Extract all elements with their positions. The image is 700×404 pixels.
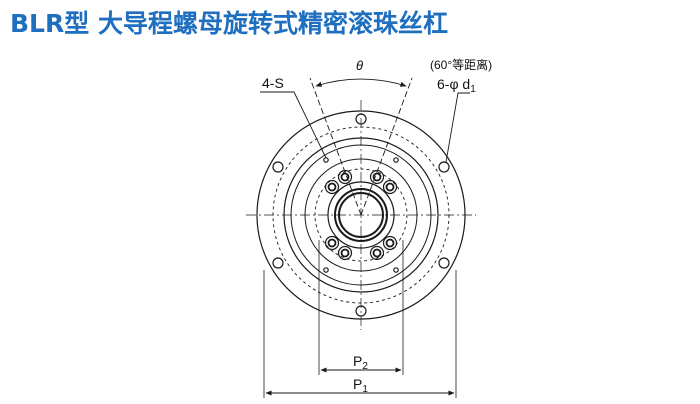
page-title: BLR型 大导程螺母旋转式精密滚珠丝杠 bbox=[10, 9, 448, 38]
nut-bolts bbox=[324, 169, 398, 261]
leader-6d1 bbox=[445, 92, 470, 163]
extension-lines bbox=[263, 240, 457, 398]
label-hole-spacing: (60°等距离) bbox=[430, 57, 492, 72]
mount-hole bbox=[438, 161, 450, 173]
label-p1: P1 bbox=[353, 376, 368, 395]
leader-4s bbox=[260, 91, 327, 159]
mount-hole bbox=[438, 257, 450, 269]
label-4s: 4-S bbox=[262, 75, 284, 91]
label-p2: P2 bbox=[353, 353, 368, 372]
theta-dimension bbox=[309, 77, 413, 216]
label-theta: θ bbox=[356, 58, 363, 73]
label-6d1: 6-φ d1 bbox=[437, 76, 476, 95]
mount-hole bbox=[272, 161, 284, 173]
mount-hole bbox=[272, 257, 284, 269]
